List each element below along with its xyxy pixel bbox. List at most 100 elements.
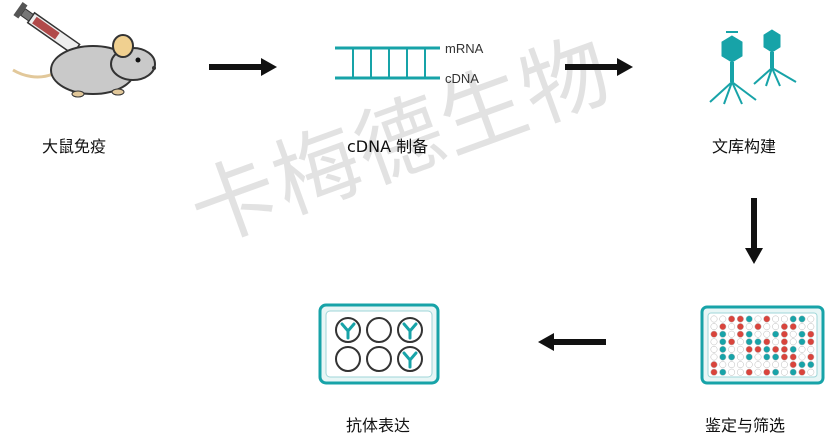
plate-well xyxy=(772,368,780,376)
plate-well xyxy=(789,338,797,346)
step-label-immunization: 大鼠免疫 xyxy=(42,137,107,156)
plate-well xyxy=(789,353,797,361)
screening-plate-icon xyxy=(700,305,825,385)
plate-well xyxy=(754,323,762,331)
plate-well xyxy=(807,345,815,353)
plate-well xyxy=(772,323,780,331)
plate-well xyxy=(754,368,762,376)
plate-well xyxy=(710,315,718,323)
plate-well xyxy=(719,315,727,323)
antibody-wells-icon xyxy=(318,303,440,385)
plate-well xyxy=(710,330,718,338)
plate-well xyxy=(745,315,753,323)
plate-well xyxy=(780,345,788,353)
plate-well xyxy=(798,368,806,376)
plate-well xyxy=(719,368,727,376)
plate-well xyxy=(745,353,753,361)
plate-well xyxy=(728,361,736,369)
plate-well xyxy=(772,361,780,369)
plate-well xyxy=(745,368,753,376)
arrow-down-icon xyxy=(745,198,763,264)
plate-well xyxy=(807,353,815,361)
arrow-right-icon xyxy=(565,58,633,76)
plate-well xyxy=(728,338,736,346)
step-label-library: 文库构建 xyxy=(712,137,777,156)
plate-well xyxy=(789,345,797,353)
plate-well xyxy=(789,315,797,323)
plate-well xyxy=(763,323,771,331)
plate-well xyxy=(728,353,736,361)
plate-well xyxy=(763,353,771,361)
plate-well xyxy=(719,361,727,369)
plate-well xyxy=(719,345,727,353)
plate-well xyxy=(807,368,815,376)
plate-well xyxy=(710,345,718,353)
step-label-cdna: cDNA 制备 xyxy=(347,137,429,156)
plate-well xyxy=(789,361,797,369)
plate-well xyxy=(807,330,815,338)
plate-well xyxy=(736,323,744,331)
plate-well xyxy=(736,330,744,338)
plate-well xyxy=(798,338,806,346)
plate-well xyxy=(798,361,806,369)
plate-well xyxy=(754,361,762,369)
plate-well xyxy=(745,361,753,369)
plate-well xyxy=(754,345,762,353)
plate-well xyxy=(780,330,788,338)
plate-well xyxy=(719,323,727,331)
plate-well xyxy=(763,338,771,346)
plate-well xyxy=(780,315,788,323)
plate-well xyxy=(728,315,736,323)
plate-well xyxy=(745,323,753,331)
plate-well xyxy=(719,353,727,361)
plate-well xyxy=(780,368,788,376)
arrow-right-icon xyxy=(209,58,277,76)
plate-well xyxy=(780,353,788,361)
arrow-left-icon xyxy=(538,333,606,351)
plate-well xyxy=(754,315,762,323)
rat-immunization-icon xyxy=(8,2,158,102)
plate-well xyxy=(798,323,806,331)
plate-well xyxy=(780,338,788,346)
dna-strand-icon: mRNA cDNA xyxy=(335,38,505,88)
plate-well xyxy=(798,330,806,338)
plate-well xyxy=(780,323,788,331)
plate-well xyxy=(789,368,797,376)
plate-well xyxy=(728,345,736,353)
step-label-expression: 抗体表达 xyxy=(346,416,411,435)
plate-well xyxy=(736,361,744,369)
plate-well xyxy=(745,345,753,353)
plate-well xyxy=(798,315,806,323)
plate-well xyxy=(798,353,806,361)
plate-well xyxy=(807,323,815,331)
plate-well xyxy=(798,345,806,353)
plate-well xyxy=(772,338,780,346)
plate-well xyxy=(728,368,736,376)
plate-well xyxy=(772,315,780,323)
plate-well xyxy=(736,315,744,323)
plate-well xyxy=(728,323,736,331)
plate-well xyxy=(736,345,744,353)
plate-well xyxy=(763,368,771,376)
plate-well xyxy=(710,338,718,346)
plate-well xyxy=(736,353,744,361)
plate-well xyxy=(772,330,780,338)
plate-well xyxy=(763,330,771,338)
plate-well xyxy=(745,330,753,338)
plate-well xyxy=(772,345,780,353)
plate-well xyxy=(807,338,815,346)
plate-well xyxy=(728,330,736,338)
plate-well xyxy=(789,323,797,331)
plate-well xyxy=(789,330,797,338)
plate-well xyxy=(719,330,727,338)
plate-well xyxy=(780,361,788,369)
plate-well xyxy=(710,323,718,331)
plate-well xyxy=(754,338,762,346)
plate-well xyxy=(754,330,762,338)
cdna-label: cDNA xyxy=(445,71,479,86)
plate-well xyxy=(763,315,771,323)
plate-well xyxy=(807,361,815,369)
plate-well xyxy=(763,345,771,353)
plate-well xyxy=(710,361,718,369)
plate-well xyxy=(736,368,744,376)
